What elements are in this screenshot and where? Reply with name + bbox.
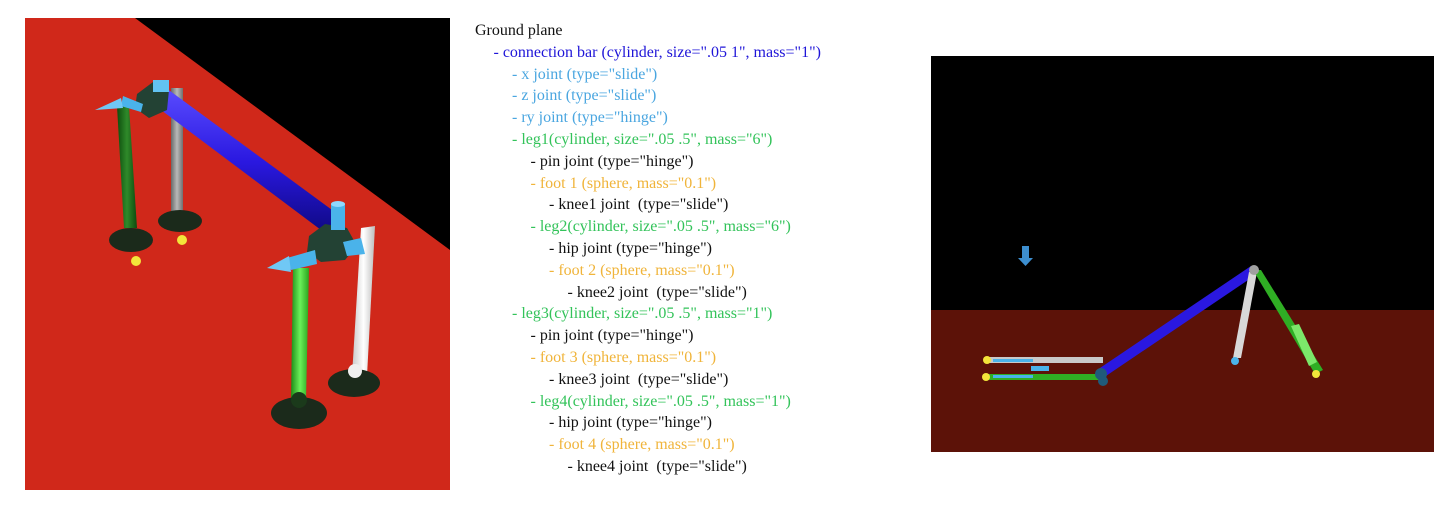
joint-cap — [153, 80, 169, 92]
tree-line: - foot 4 (sphere, mass="0.1") — [549, 436, 735, 454]
tree-line: - ry joint (type="hinge") — [512, 109, 668, 127]
leg-white — [352, 226, 375, 376]
foot-sphere — [291, 392, 307, 408]
leg-slide-segment — [993, 375, 1033, 378]
tree-line: - pin joint (type="hinge") — [530, 327, 694, 345]
leg-green-highlight — [1291, 324, 1317, 366]
leg-white — [1233, 272, 1257, 358]
tree-line: - knee4 joint (type="slide") — [567, 458, 747, 475]
leg-grey-folded — [989, 357, 1103, 363]
tree-line: - x joint (type="slide") — [512, 65, 658, 83]
tree-line: - leg3(cylinder, size=".05 .5", mass="1"… — [512, 305, 773, 323]
simulation-svg — [931, 56, 1434, 452]
foot-pad-grey — [158, 210, 202, 232]
foot-sphere — [177, 235, 187, 245]
model-hierarchy: Ground plane - connection bar (cylinder, … — [475, 20, 915, 490]
tree-line: - connection bar (cylinder, size=".05 1"… — [493, 43, 821, 61]
joint-cap — [331, 204, 345, 230]
tree-line: - hip joint (type="hinge") — [549, 240, 712, 257]
joint-slider — [1031, 366, 1049, 371]
tree-line: - leg4(cylinder, size=".05 .5", mass="1"… — [530, 392, 791, 410]
tree-line: - pin joint (type="hinge") — [530, 152, 694, 170]
joint-hub — [1249, 265, 1259, 275]
foot-sphere — [348, 364, 362, 378]
connection-bar — [153, 88, 343, 236]
foot-sphere — [131, 256, 141, 266]
foot-sphere — [1312, 370, 1320, 378]
joint-cap-top — [331, 201, 345, 207]
foot-sphere — [983, 356, 991, 364]
tree-line: - knee2 joint (type="slide") — [567, 283, 747, 301]
joint-cone-tip — [95, 98, 123, 110]
ground-plane — [931, 310, 1434, 452]
connection-bar — [1097, 266, 1257, 378]
joint-cone — [343, 238, 365, 256]
arrow-marker-head — [1018, 258, 1033, 266]
tree-line: - z joint (type="slide") — [512, 87, 657, 105]
robot-3d-svg — [25, 18, 450, 490]
leg-slide-segment — [993, 359, 1033, 362]
tree-line: - leg1(cylinder, size=".05 .5", mass="6"… — [512, 131, 773, 148]
joint-cone — [287, 250, 317, 270]
foot-pad-dark-green — [109, 228, 153, 252]
tree-line: - foot 2 (sphere, mass="0.1") — [549, 261, 735, 279]
tree-line: - knee3 joint (type="slide") — [549, 370, 729, 388]
simulation-side-view — [931, 56, 1434, 452]
tree-line: - foot 1 (sphere, mass="0.1") — [530, 174, 717, 192]
tree-line: Ground plane — [475, 22, 563, 39]
joint-hub-front — [307, 224, 357, 262]
joint-hub — [1098, 376, 1108, 386]
tree-line: - hip joint (type="hinge") — [549, 414, 712, 432]
tree-line: - knee1 joint (type="slide") — [549, 196, 729, 214]
leg-green-folded — [989, 374, 1101, 380]
foot-pad-bright-green — [271, 397, 327, 429]
joint-cone-tip — [267, 256, 291, 272]
robot-3d-render — [25, 18, 450, 490]
arrow-marker-icon — [1022, 246, 1029, 258]
foot-joint — [1231, 357, 1239, 365]
joint-cone — [121, 96, 143, 112]
foot-pad-white — [328, 369, 380, 397]
tree-line: - foot 3 (sphere, mass="0.1") — [530, 349, 717, 366]
leg-dark-green — [117, 106, 137, 228]
tree-line: - leg2(cylinder, size=".05 .5", mass="6"… — [530, 218, 791, 236]
foot-sphere — [982, 373, 990, 381]
leg-bright-green — [291, 268, 309, 400]
